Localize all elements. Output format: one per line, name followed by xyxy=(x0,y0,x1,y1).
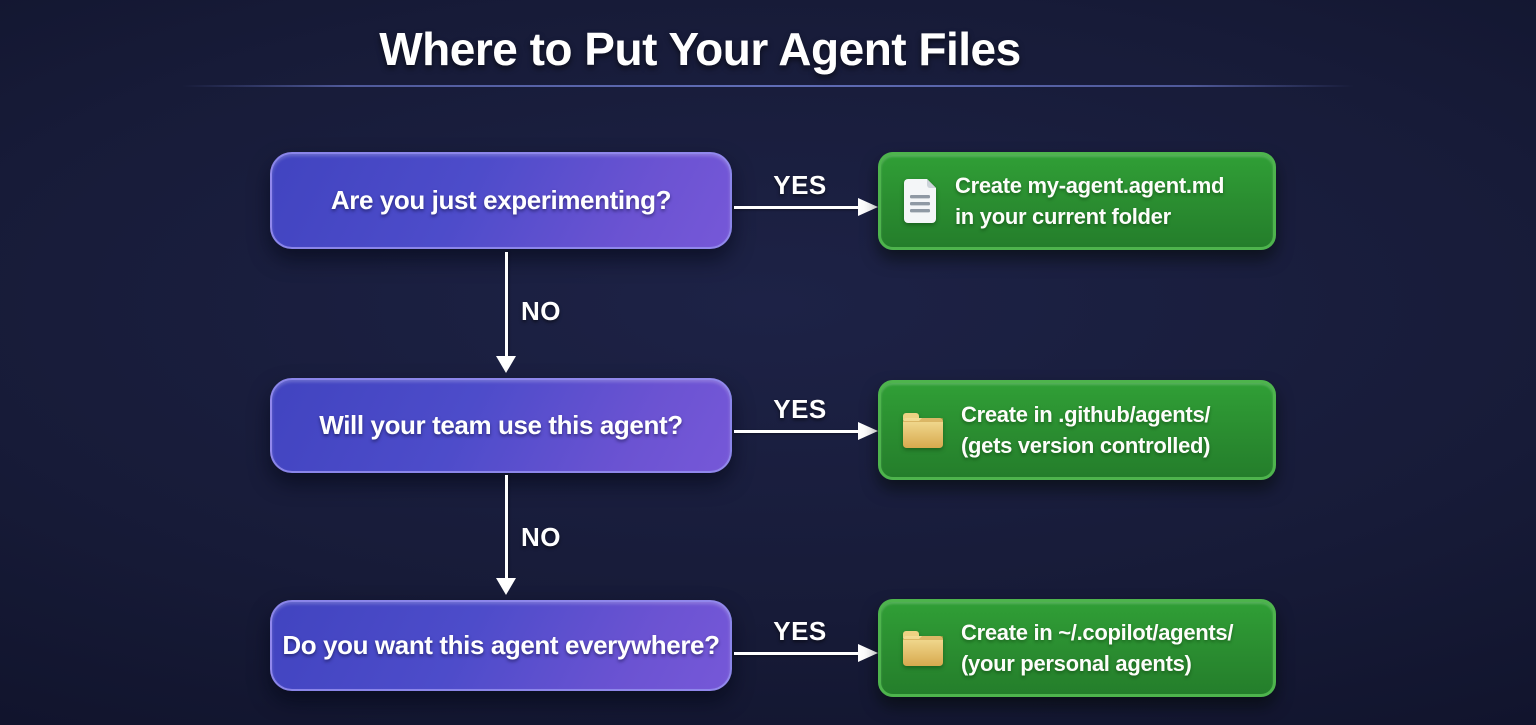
question-text: Are you just experimenting? xyxy=(330,185,672,215)
result-line2: (your personal agents) xyxy=(961,651,1192,676)
result-box-current-folder: Create my-agent.agent.md in your current… xyxy=(878,152,1276,250)
yes-arrow-icon xyxy=(734,198,878,216)
result-box-copilot-agents: Create in ~/.copilot/agents/ (your perso… xyxy=(878,599,1276,697)
title-divider xyxy=(182,85,1354,87)
question-text: Do you want this agent everywhere? xyxy=(282,630,720,660)
page-title: Where to Put Your Agent Files xyxy=(379,23,1021,75)
no-label: NO xyxy=(521,522,561,552)
folder-icon xyxy=(903,630,943,666)
result-line1: Create in ~/.copilot/agents/ xyxy=(961,620,1234,645)
result-line1: Create my-agent.agent.md xyxy=(955,173,1225,198)
result-line1: Create in .github/agents/ xyxy=(961,402,1211,427)
yes-arrow-icon xyxy=(734,644,878,662)
no-arrow-icon xyxy=(496,252,516,373)
no-arrow-icon xyxy=(496,475,516,595)
no-label: NO xyxy=(521,296,561,326)
yes-label: YES xyxy=(773,394,827,424)
question-box-team-use: Will your team use this agent? xyxy=(270,378,732,473)
folder-icon xyxy=(903,412,943,448)
question-text: Will your team use this agent? xyxy=(319,410,683,440)
result-box-github-agents: Create in .github/agents/ (gets version … xyxy=(878,380,1276,480)
result-line2: (gets version controlled) xyxy=(961,433,1211,458)
result-text: Create in ~/.copilot/agents/ (your perso… xyxy=(961,617,1233,679)
result-line2: in your current folder xyxy=(955,204,1171,229)
question-box-experimenting: Are you just experimenting? xyxy=(270,152,732,249)
document-icon xyxy=(904,179,936,223)
yes-label: YES xyxy=(773,616,827,646)
yes-arrow-icon xyxy=(734,422,878,440)
question-box-agent-everywhere: Do you want this agent everywhere? xyxy=(270,600,732,691)
result-text: Create my-agent.agent.md in your current… xyxy=(955,170,1224,232)
yes-label: YES xyxy=(773,170,827,200)
result-text: Create in .github/agents/ (gets version … xyxy=(961,399,1211,461)
